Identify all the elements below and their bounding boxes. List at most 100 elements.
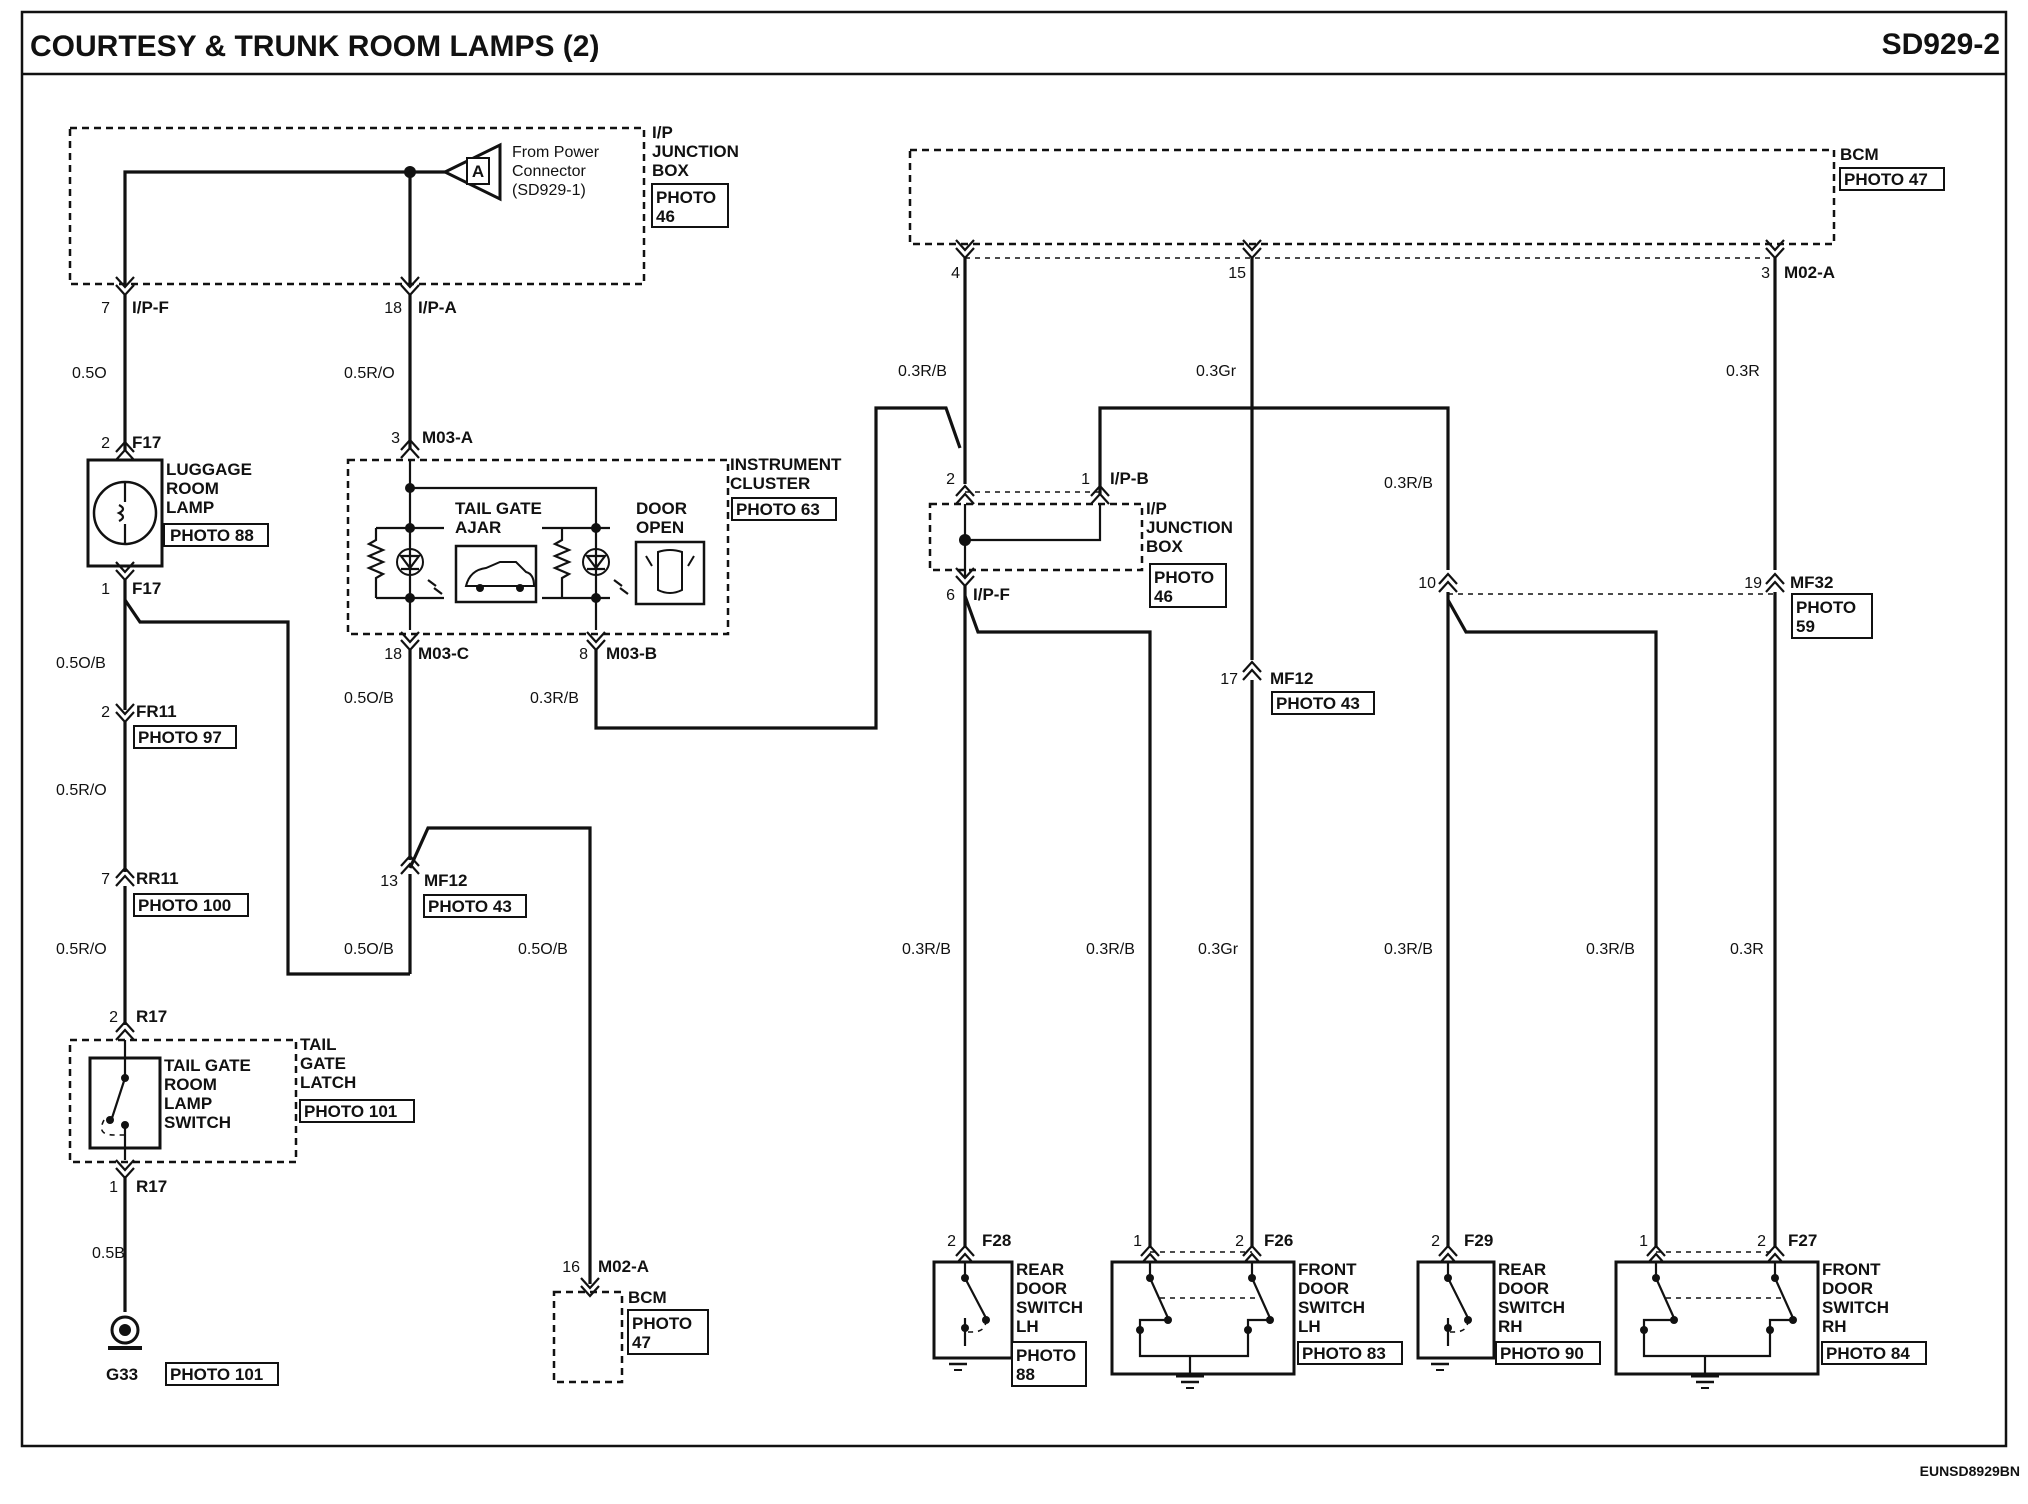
svg-text:R17: R17 (136, 1177, 167, 1196)
mf12-left-connector: 13 MF12 PHOTO 43 0.5O/B 0.5O/B (344, 826, 592, 1284)
svg-text:I/P-F: I/P-F (973, 585, 1010, 604)
luggage-lamp-symbol (86, 458, 164, 568)
svg-text:0.5B: 0.5B (92, 1245, 125, 1262)
svg-text:1: 1 (101, 581, 110, 598)
svg-text:0.3R/B: 0.3R/B (530, 690, 579, 707)
svg-text:0.5R/O: 0.5R/O (344, 365, 395, 382)
svg-text:1: 1 (1133, 1233, 1142, 1250)
svg-text:F17: F17 (132, 433, 161, 452)
svg-text:0.3R/B: 0.3R/B (898, 363, 947, 380)
svg-text:I/P-F: I/P-F (132, 298, 169, 317)
svg-text:BCM: BCM (1840, 145, 1879, 164)
diagram-code: SD929-2 (1882, 28, 2000, 61)
svg-text:0.3R/B: 0.3R/B (1384, 941, 1433, 958)
svg-text:0.5R/O: 0.5R/O (56, 941, 107, 958)
svg-text:MF32: MF32 (1790, 573, 1833, 592)
svg-text:M02-A: M02-A (598, 1257, 649, 1276)
svg-text:2: 2 (946, 471, 955, 488)
svg-text:1: 1 (109, 1179, 118, 1196)
tail-gate-latch-box (68, 1038, 298, 1164)
svg-text:0.3R: 0.3R (1726, 363, 1760, 380)
svg-text:0.5O: 0.5O (72, 365, 107, 382)
svg-text:19: 19 (1744, 575, 1762, 592)
svg-text:2: 2 (947, 1233, 956, 1250)
svg-text:BCM: BCM (628, 1288, 667, 1307)
svg-text:MF12: MF12 (424, 871, 467, 890)
svg-text:2: 2 (109, 1009, 118, 1026)
svg-text:2: 2 (101, 435, 110, 452)
footer-code: EUNSD8929BN (1920, 1463, 2020, 1479)
svg-text:PHOTO 47: PHOTO 47 (1844, 170, 1928, 189)
car-icon (454, 544, 538, 604)
svg-text:13: 13 (380, 873, 398, 890)
svg-text:6: 6 (946, 587, 955, 604)
svg-text:F26: F26 (1264, 1231, 1293, 1250)
svg-text:M03-A: M03-A (422, 428, 473, 447)
svg-text:PHOTO 43: PHOTO 43 (428, 897, 512, 916)
svg-text:0.5O/B: 0.5O/B (344, 690, 394, 707)
svg-text:4: 4 (951, 265, 960, 282)
svg-text:PHOTO 101: PHOTO 101 (304, 1102, 397, 1121)
svg-text:I/P-A: I/P-A (418, 298, 457, 317)
bcm-top: BCM PHOTO 47 4 15 3 M02-A (908, 145, 1945, 282)
svg-text:M02-A: M02-A (1784, 263, 1835, 282)
svg-text:0.3Gr: 0.3Gr (1198, 941, 1239, 958)
svg-text:FR11: FR11 (136, 702, 177, 721)
svg-text:RR11: RR11 (136, 869, 179, 888)
svg-text:PHOTO 101: PHOTO 101 (170, 1365, 263, 1384)
ground-g33-symbol (108, 1315, 142, 1350)
svg-text:F28: F28 (982, 1231, 1011, 1250)
svg-text:F29: F29 (1464, 1231, 1493, 1250)
svg-text:PHOTO 100: PHOTO 100 (138, 896, 231, 915)
svg-text:3: 3 (1761, 265, 1770, 282)
svg-text:0.5O/B: 0.5O/B (518, 941, 568, 958)
svg-text:PHOTO 83: PHOTO 83 (1302, 1344, 1386, 1363)
svg-text:PHOTO 90: PHOTO 90 (1500, 1344, 1584, 1363)
svg-text:0.3R/B: 0.3R/B (1086, 941, 1135, 958)
svg-text:3: 3 (391, 430, 400, 447)
svg-text:PHOTO 63: PHOTO 63 (736, 500, 820, 519)
power-letter: A (472, 162, 484, 181)
svg-text:M03-C: M03-C (418, 644, 469, 663)
svg-text:F27: F27 (1788, 1231, 1817, 1250)
svg-text:2: 2 (1235, 1233, 1244, 1250)
svg-text:F17: F17 (132, 579, 161, 598)
svg-text:0.3Gr: 0.3Gr (1196, 363, 1237, 380)
svg-text:I/P-B: I/P-B (1110, 469, 1149, 488)
svg-text:R17: R17 (136, 1007, 167, 1026)
outer-frame (20, 10, 2008, 1448)
svg-text:G33: G33 (106, 1365, 138, 1384)
svg-text:18: 18 (384, 646, 402, 663)
svg-text:17: 17 (1220, 671, 1238, 688)
door-open-icon (634, 540, 706, 606)
svg-text:0.5R/O: 0.5R/O (56, 782, 107, 799)
svg-text:2: 2 (1757, 1233, 1766, 1250)
svg-text:0.3R/B: 0.3R/B (1586, 941, 1635, 958)
svg-text:0.5O/B: 0.5O/B (344, 941, 394, 958)
svg-text:18: 18 (384, 300, 402, 317)
svg-text:15: 15 (1228, 265, 1246, 282)
svg-text:1: 1 (1081, 471, 1090, 488)
